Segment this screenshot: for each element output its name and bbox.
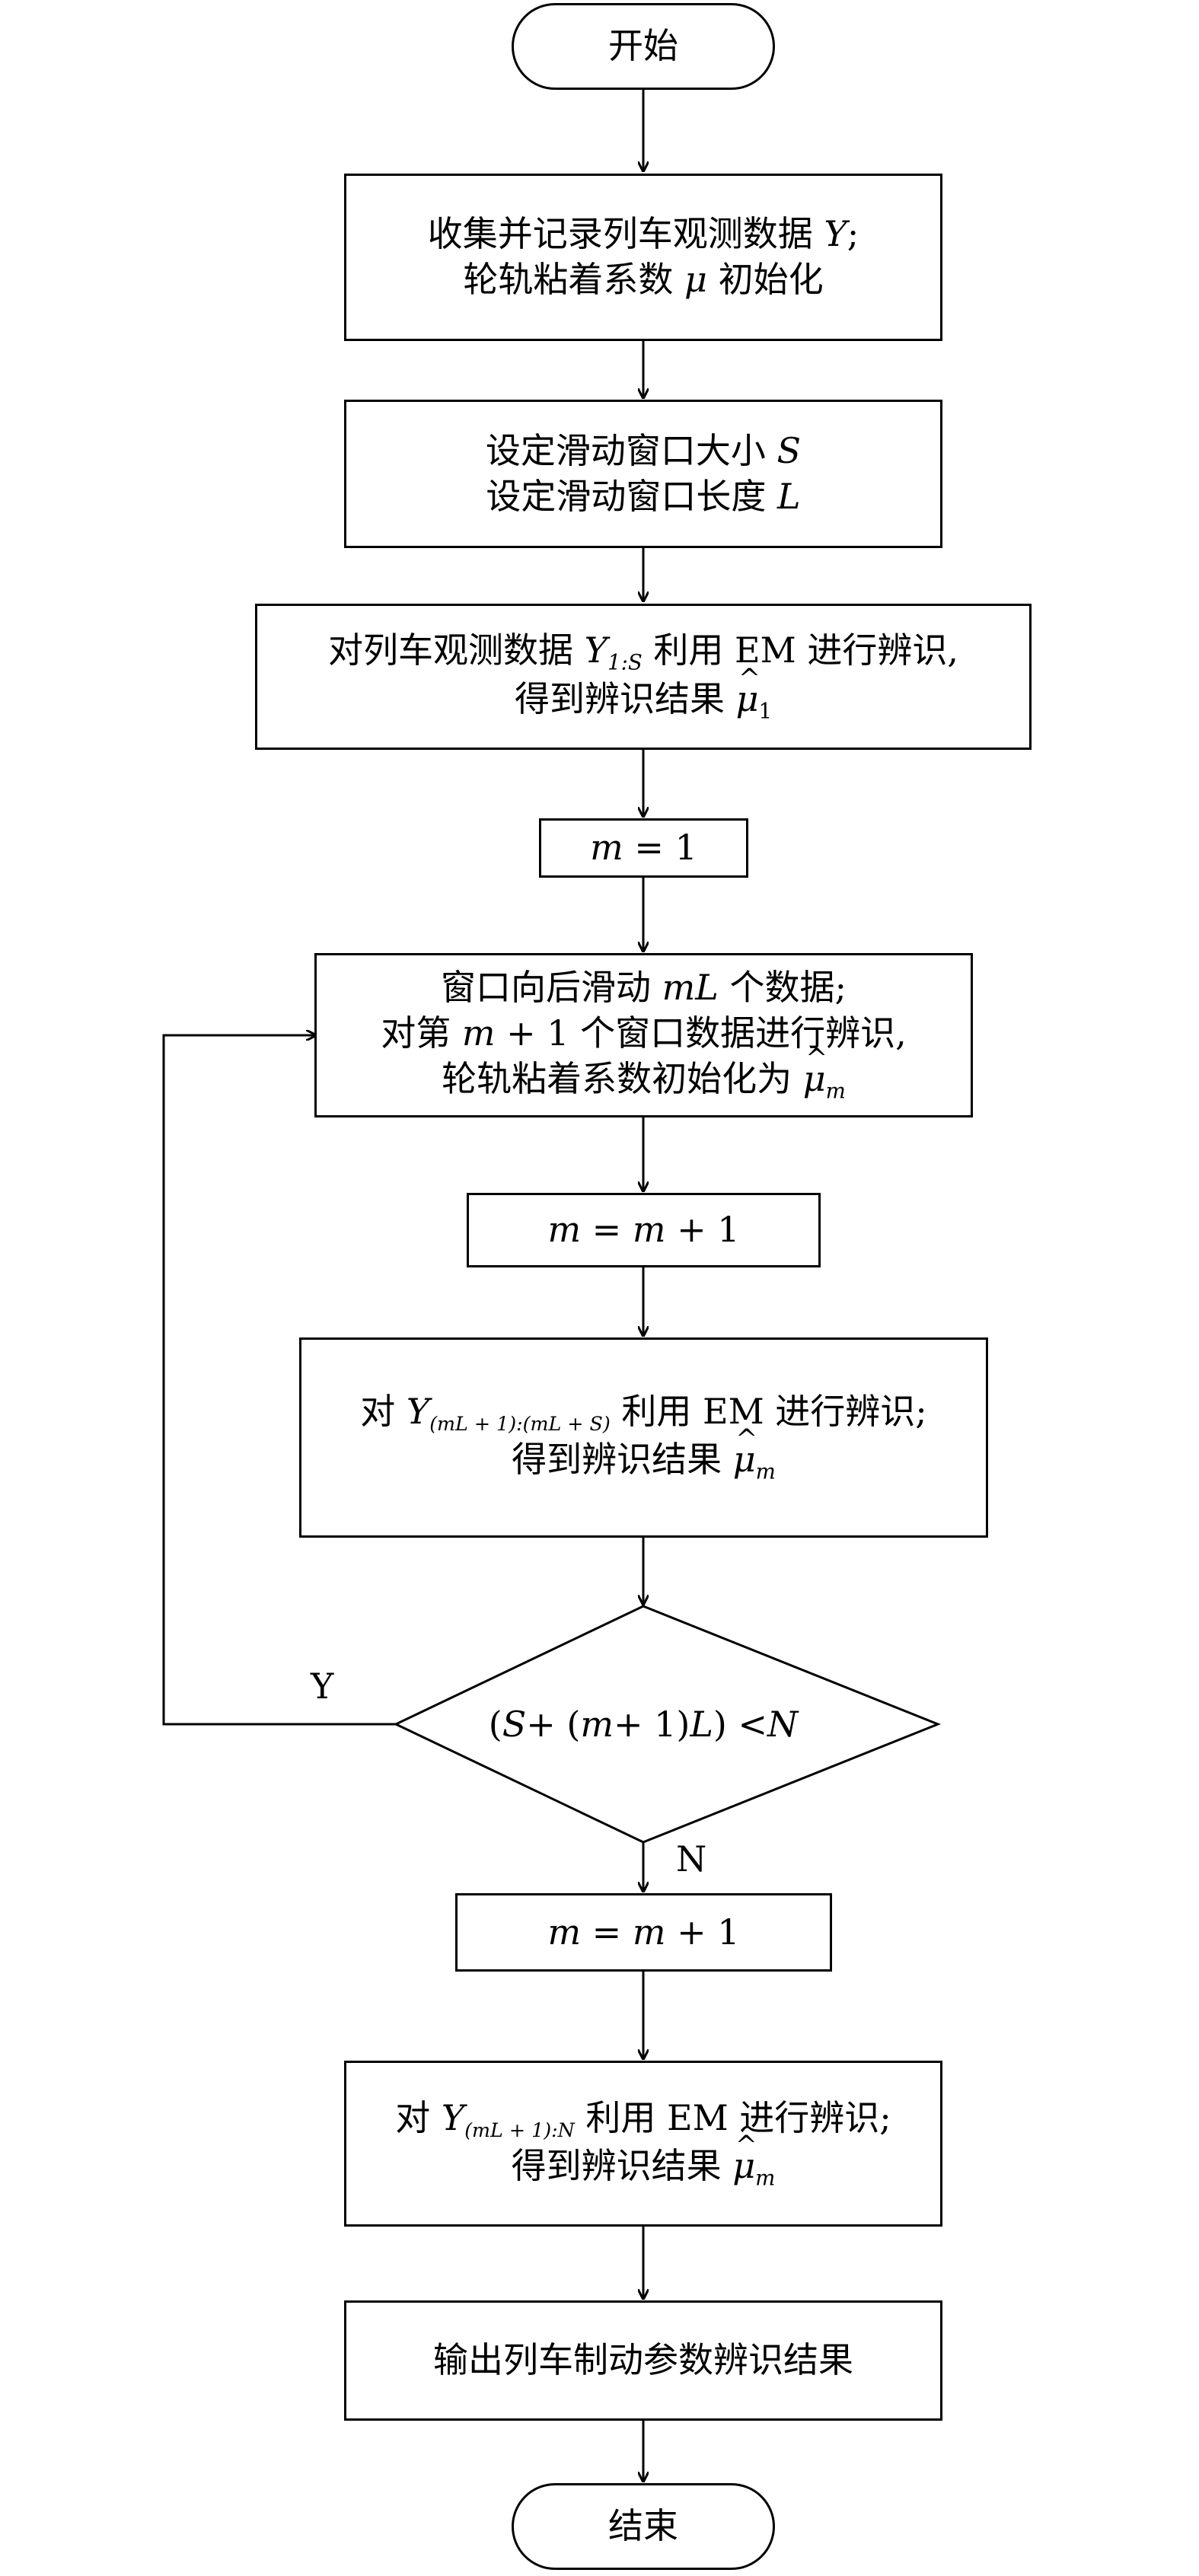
increment-m-box-2: m = m + 1 [455, 1893, 832, 1972]
init-m-box: m = 1 [539, 818, 748, 878]
end-label: 结束 [608, 2505, 678, 2547]
yes-branch-label: Y [311, 1666, 334, 1707]
slide-window-box: 窗口向后滑动 mL 个数据; 对第 m + 1 个窗口数据进行辨识, 轮轨粘着系… [314, 953, 973, 1117]
final-identify-box: 对 Y(mL + 1):N 利用 EM 进行辨识; 得到辨识结果 μm [344, 2061, 942, 2227]
set-window-box: 设定滑动窗口大小 S 设定滑动窗口长度 L [344, 400, 942, 548]
first-identify-box: 对列车观测数据 Y1:S 利用 EM 进行辨识, 得到辨识结果 μ1 [255, 604, 1032, 750]
increment-m-box: m = m + 1 [467, 1193, 821, 1267]
output-label: 输出列车制动参数辨识结果 [433, 2339, 853, 2381]
output-result-box: 输出列车制动参数辨识结果 [344, 2300, 942, 2421]
loop-back-arrow [162, 1035, 396, 1726]
window-identify-box: 对 Y(mL + 1):(mL + S) 利用 EM 进行辨识; 得到辨识结果 … [299, 1337, 988, 1538]
no-branch-label: N [676, 1838, 707, 1879]
collect-data-box: 收集并记录列车观测数据 Y; 轮轨粘着系数 μ 初始化 [344, 174, 942, 341]
end-terminal: 结束 [512, 2483, 775, 2570]
start-terminal: 开始 [512, 3, 775, 90]
decision-condition: (S + (m + 1) L) < N [488, 1704, 799, 1745]
start-label: 开始 [608, 25, 678, 67]
